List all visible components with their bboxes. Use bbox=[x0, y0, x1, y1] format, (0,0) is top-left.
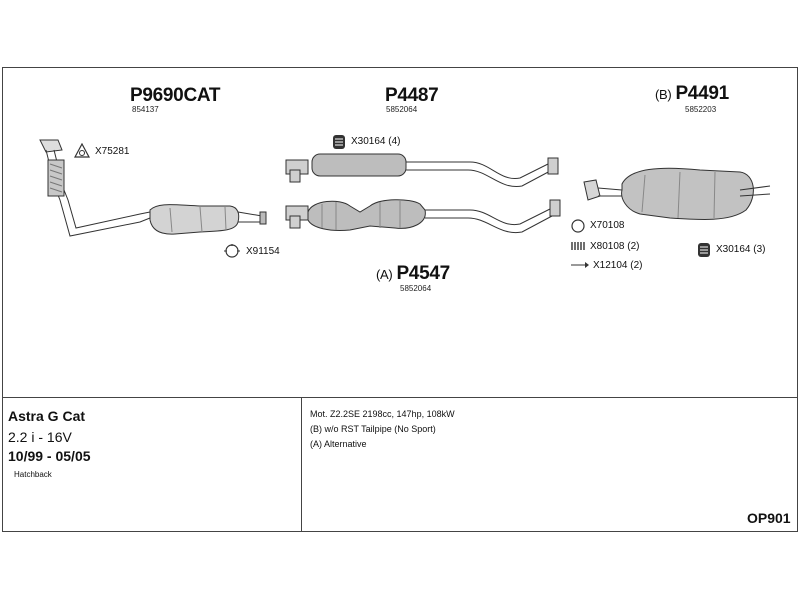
diagram-code: OP901 bbox=[747, 510, 791, 526]
front-pipe-catalyst bbox=[39, 139, 267, 237]
hanger-icon bbox=[571, 219, 585, 233]
accessory-x70108: X70108 bbox=[590, 220, 625, 231]
part-number-p4-text: P4547 bbox=[396, 263, 450, 284]
part-prefix-p3: (B) bbox=[655, 87, 672, 102]
vehicle-body: Hatchback bbox=[14, 470, 52, 479]
accessory-x30164-a: X30164 (4) bbox=[351, 136, 401, 147]
clamp-icon bbox=[333, 135, 345, 149]
note-a: (A) Alternative bbox=[310, 439, 367, 449]
part-prefix-p4: (A) bbox=[376, 267, 393, 282]
clamp-icon bbox=[698, 243, 710, 257]
part-number-p1: P9690CAT bbox=[130, 85, 221, 106]
part-ref-p4: 5852064 bbox=[400, 284, 432, 293]
part-ref-p3: 5852203 bbox=[685, 105, 717, 114]
rear-silencer-p4491 bbox=[583, 167, 771, 220]
part-number-p3: (B)P4491 bbox=[655, 84, 729, 103]
part-number-p2: P4487 bbox=[385, 85, 439, 106]
part-number-p4: (A)P4547 bbox=[376, 264, 450, 283]
accessory-x12104: X12104 (2) bbox=[593, 260, 643, 271]
spring-icon bbox=[571, 242, 585, 250]
gasket-ring-icon bbox=[74, 143, 90, 158]
bolt-icon bbox=[571, 262, 589, 268]
part-ref-p2: 5852064 bbox=[386, 105, 418, 114]
vehicle-engine: 2.2 i - 16V bbox=[8, 429, 72, 445]
part-number-p3-text: P4491 bbox=[675, 83, 729, 104]
divider-vertical bbox=[301, 397, 302, 532]
note-b: (B) w/o RST Tailpipe (No Sport) bbox=[310, 424, 436, 434]
rubber-mount-icon bbox=[224, 244, 240, 258]
diagram-frame bbox=[2, 67, 798, 532]
middle-pipe-p4487 bbox=[285, 153, 559, 188]
part-ref-p1: 854137 bbox=[132, 105, 159, 114]
accessory-x30164-b: X30164 (3) bbox=[716, 244, 766, 255]
divider-horizontal bbox=[2, 397, 798, 398]
vehicle-years: 10/99 - 05/05 bbox=[8, 448, 91, 464]
accessory-x80108: X80108 (2) bbox=[590, 241, 640, 252]
accessory-x91154: X91154 bbox=[246, 246, 280, 257]
note-engine: Mot. Z2.2SE 2198cc, 147hp, 108kW bbox=[310, 409, 455, 419]
vehicle-model: Astra G Cat bbox=[8, 408, 86, 424]
middle-pipe-p4547 bbox=[285, 199, 561, 234]
accessory-x75281: X75281 bbox=[95, 146, 130, 157]
